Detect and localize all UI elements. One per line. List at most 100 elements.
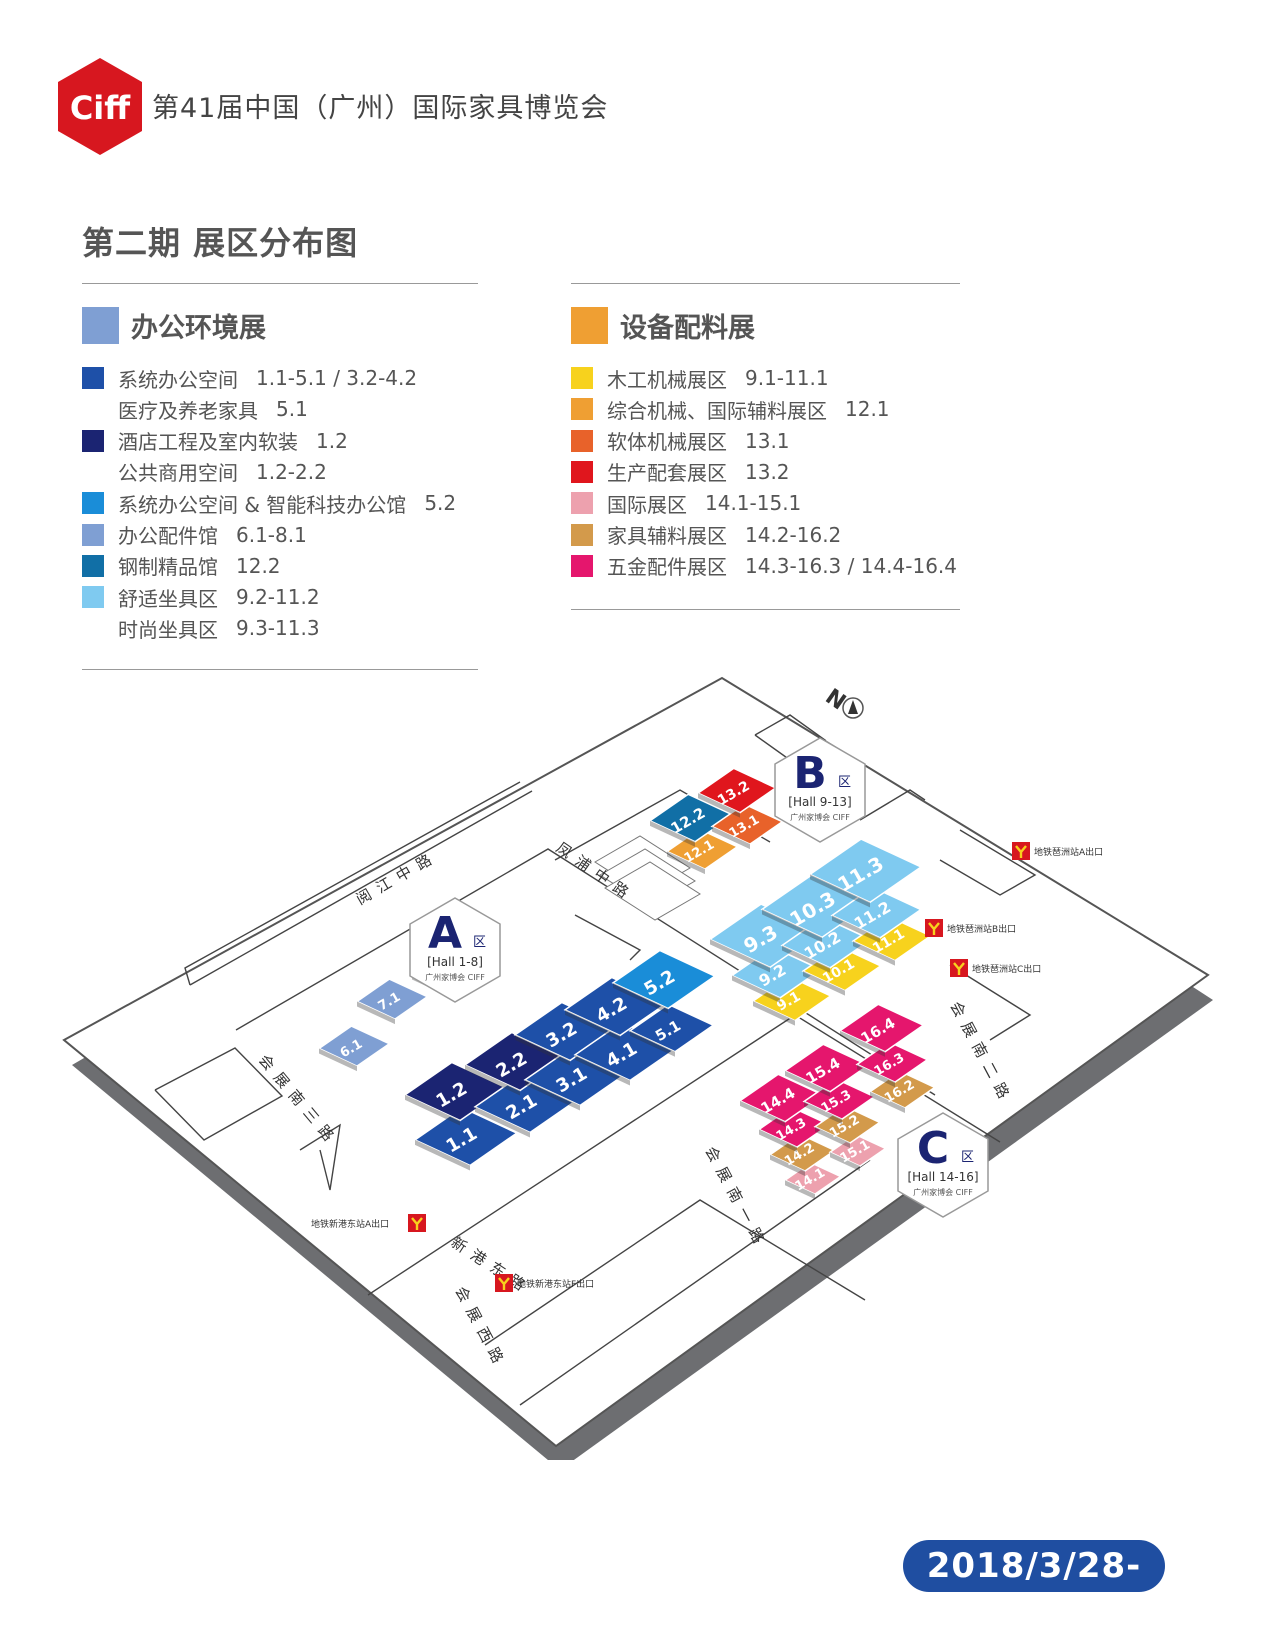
hall-11-1: 11.1 <box>851 915 933 966</box>
legend-swatch <box>571 398 593 421</box>
legend-item-name: 医疗及养老家具 <box>118 398 258 423</box>
legend-swatch <box>571 554 593 577</box>
legend-item-name: 舒适坐具区 <box>118 586 218 611</box>
legend-item-halls: 13.2 <box>745 459 790 484</box>
legend-swatch <box>571 523 593 546</box>
legend-item-name: 家具辅料展区 <box>607 524 727 548</box>
hall-16-4: 16.4 <box>838 1003 925 1057</box>
hall-15-1: 15.1 <box>828 1133 888 1172</box>
hall-block <box>710 803 784 845</box>
hall-shadow <box>475 1106 530 1138</box>
metro-exit-label: 地铁琶洲站B出口 <box>947 923 1016 935</box>
hall-shadow <box>870 1091 905 1114</box>
legend-item-halls: 14.3-16.3 / 14.4-16.4 <box>745 553 958 578</box>
metro-exit-label: 地铁新港东站A出口 <box>311 1218 389 1230</box>
legend-swatch <box>571 429 593 452</box>
hall-11-3: 11.3 <box>808 838 923 908</box>
zone-range: [Hall 1-8] <box>427 955 483 969</box>
zone-sub: 广州家博会 CIFF <box>790 812 850 822</box>
legend-item-name: 木工机械展区 <box>607 367 727 392</box>
legend-swatch <box>571 367 593 389</box>
hall-5-1: 5.1 <box>628 1003 715 1057</box>
hall-shadow <box>762 909 822 943</box>
hall-7-1: 7.1 <box>355 978 429 1025</box>
hall-14-4: 14.4 <box>738 1073 825 1127</box>
legend-item-halls: 1.2-2.2 <box>256 459 327 484</box>
hall-block <box>838 1003 925 1053</box>
office-category-swatch <box>82 307 119 344</box>
logo-text: Ciff <box>70 89 131 127</box>
zone-range: [Hall 9-13] <box>788 795 851 809</box>
hall-shadow <box>732 975 780 1003</box>
hall-block <box>413 1106 519 1167</box>
hall-shadow <box>785 1180 815 1200</box>
legend-item-name: 时尚坐具区 <box>118 617 218 642</box>
legend-swatch <box>82 367 104 389</box>
legend-item-halls: 1.2 <box>316 428 348 453</box>
legend-item-halls: 12.1 <box>845 397 890 422</box>
zone-letter: C <box>917 1123 949 1174</box>
equipment-category-swatch <box>571 307 608 344</box>
zone-letter: B <box>793 748 827 799</box>
hall-shadow <box>357 1001 395 1025</box>
legend-swatch <box>82 554 104 577</box>
legend-item-name: 五金配件展区 <box>607 555 727 580</box>
hall-shadow <box>832 915 880 943</box>
hall-shadow <box>785 1070 830 1097</box>
divider <box>571 609 960 610</box>
hall-shadow <box>810 874 870 908</box>
equipment-category-header: 设备配料展 <box>571 306 755 345</box>
legend-item: 医疗及养老家具 5.1 <box>82 394 308 424</box>
legend-item-name: 系统办公空间 & 智能科技办公馆 <box>118 492 407 517</box>
venue-map: N 1.11.22.12.23.13.24.14.25.15.26.17.18.… <box>62 676 1213 1460</box>
hall-shadow <box>465 1064 520 1096</box>
metro-exit: 地铁新港东站A出口 <box>311 1214 426 1232</box>
hall-15-4: 15.4 <box>783 1043 870 1097</box>
hall-shadow <box>830 1152 860 1172</box>
hall-shadow <box>759 1129 797 1153</box>
legend-item-halls: 6.1-8.1 <box>236 522 307 547</box>
legend-item-halls: 5.1 <box>276 397 308 422</box>
zone-letter: A <box>428 908 462 959</box>
hall-5-2: 5.2 <box>611 949 717 1014</box>
hall-shadow <box>740 1100 785 1127</box>
zone-range: [Hall 14-16] <box>907 1170 978 1184</box>
hall-shadow <box>770 1154 805 1177</box>
hall-shadow <box>710 939 770 973</box>
hall-shadow <box>319 1048 357 1072</box>
hall-shadow <box>698 793 740 818</box>
hall-16-3: 16.3 <box>855 1041 929 1088</box>
legend-item-halls: 9.1-11.1 <box>745 366 829 390</box>
hall-block <box>628 1003 715 1053</box>
divider <box>571 283 960 284</box>
metro-exit: 地铁琶洲站B出口 <box>925 919 1016 937</box>
legend-item-halls: 12.2 <box>236 553 281 578</box>
hall-13-1: 13.1 <box>710 803 784 850</box>
legend-swatch <box>82 617 104 639</box>
hall-shadow <box>804 1101 842 1125</box>
divider <box>82 283 478 284</box>
hall-shadow <box>803 971 845 996</box>
legend-swatch <box>82 429 104 452</box>
hall-1-1: 1.1 <box>413 1106 519 1171</box>
office-category-header: 办公环境展 <box>82 306 266 345</box>
hall-shadow <box>630 1030 675 1057</box>
legend-item-halls: 13.1 <box>745 428 790 453</box>
hall-shadow <box>782 945 830 973</box>
metro-exit: 地铁新港东站F出口 <box>495 1274 594 1292</box>
hall-shadow <box>840 1030 885 1057</box>
hall-shadow <box>712 826 750 850</box>
hall-shadow <box>405 1094 460 1126</box>
hall-shadow <box>613 982 668 1014</box>
legend-item-halls: 9.2-11.2 <box>236 585 320 610</box>
hall-shadow <box>667 851 705 875</box>
legend-swatch <box>82 492 104 515</box>
hall-1-2: 1.2 <box>403 1061 509 1126</box>
